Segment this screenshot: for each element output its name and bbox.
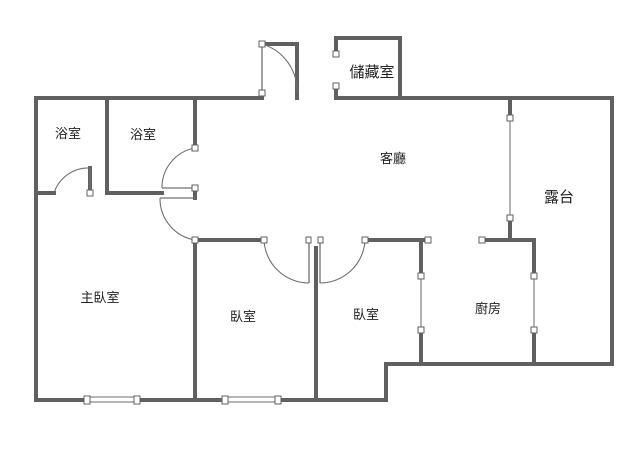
room-label-living: 客廳 [380,151,406,167]
wall-caps [83,40,538,405]
cap [258,89,266,97]
cap [530,326,538,334]
room-label-terrace: 露台 [544,188,574,206]
cap [86,189,94,197]
cap [191,184,199,192]
cap [260,236,268,244]
bath1-door-swing [53,167,91,194]
storage-wall [334,36,402,100]
windows [87,118,535,403]
outer-wall-east [334,96,614,402]
room-label-kitchen: 廚房 [475,301,501,317]
cap [332,50,340,58]
room-labels: 儲藏室 浴室 浴室 客廳 露台 主臥室 臥室 臥室 廚房 [55,63,574,325]
cap [83,395,91,405]
entry-door-swing [261,43,298,94]
cap [274,395,282,405]
master-door-swing [159,197,196,241]
room-label-master-bedroom: 主臥室 [80,290,119,306]
room-label-storage: 儲藏室 [349,63,394,81]
cap [361,236,369,244]
cap [221,395,229,405]
cap [478,236,486,244]
cap [332,82,340,90]
cap [530,272,538,280]
doors [53,43,366,284]
cap [258,40,266,48]
walls [34,36,614,402]
bedroom1-door-swing [263,239,310,284]
cap [424,236,432,244]
cap [191,236,199,244]
cap [506,114,514,122]
cap [317,236,324,244]
room-label-bath-1: 浴室 [55,126,81,142]
cap [191,144,199,152]
bath2-door-swing [161,147,196,189]
cap [305,236,312,244]
cap [506,214,514,222]
bedroom2-door-swing [319,239,366,284]
cap [417,326,425,334]
cap [133,395,141,405]
room-label-bedroom-2: 臥室 [353,307,379,323]
entry-wall [260,42,299,100]
cap [417,272,425,280]
room-label-bedroom-1: 臥室 [230,309,256,325]
outer-wall-west [34,96,89,402]
room-label-bath-2: 浴室 [130,127,156,143]
